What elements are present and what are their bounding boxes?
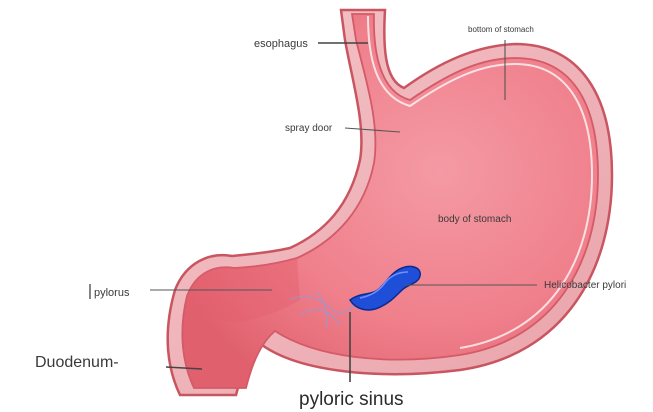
duodenum-label: Duodenum-: [35, 354, 119, 371]
bottom-of-stomach-label: bottom of stomach: [468, 25, 534, 34]
pyloric-sinus-label: pyloric sinus: [299, 389, 404, 410]
helicobacter-pylori-label: Helicobacter pylori: [544, 280, 626, 291]
body-of-stomach-label: body of stomach: [438, 214, 511, 225]
esophagus-label: esophagus: [254, 38, 308, 50]
pylorus-label: pylorus: [94, 287, 130, 299]
spray-door-label: spray door: [285, 123, 333, 134]
